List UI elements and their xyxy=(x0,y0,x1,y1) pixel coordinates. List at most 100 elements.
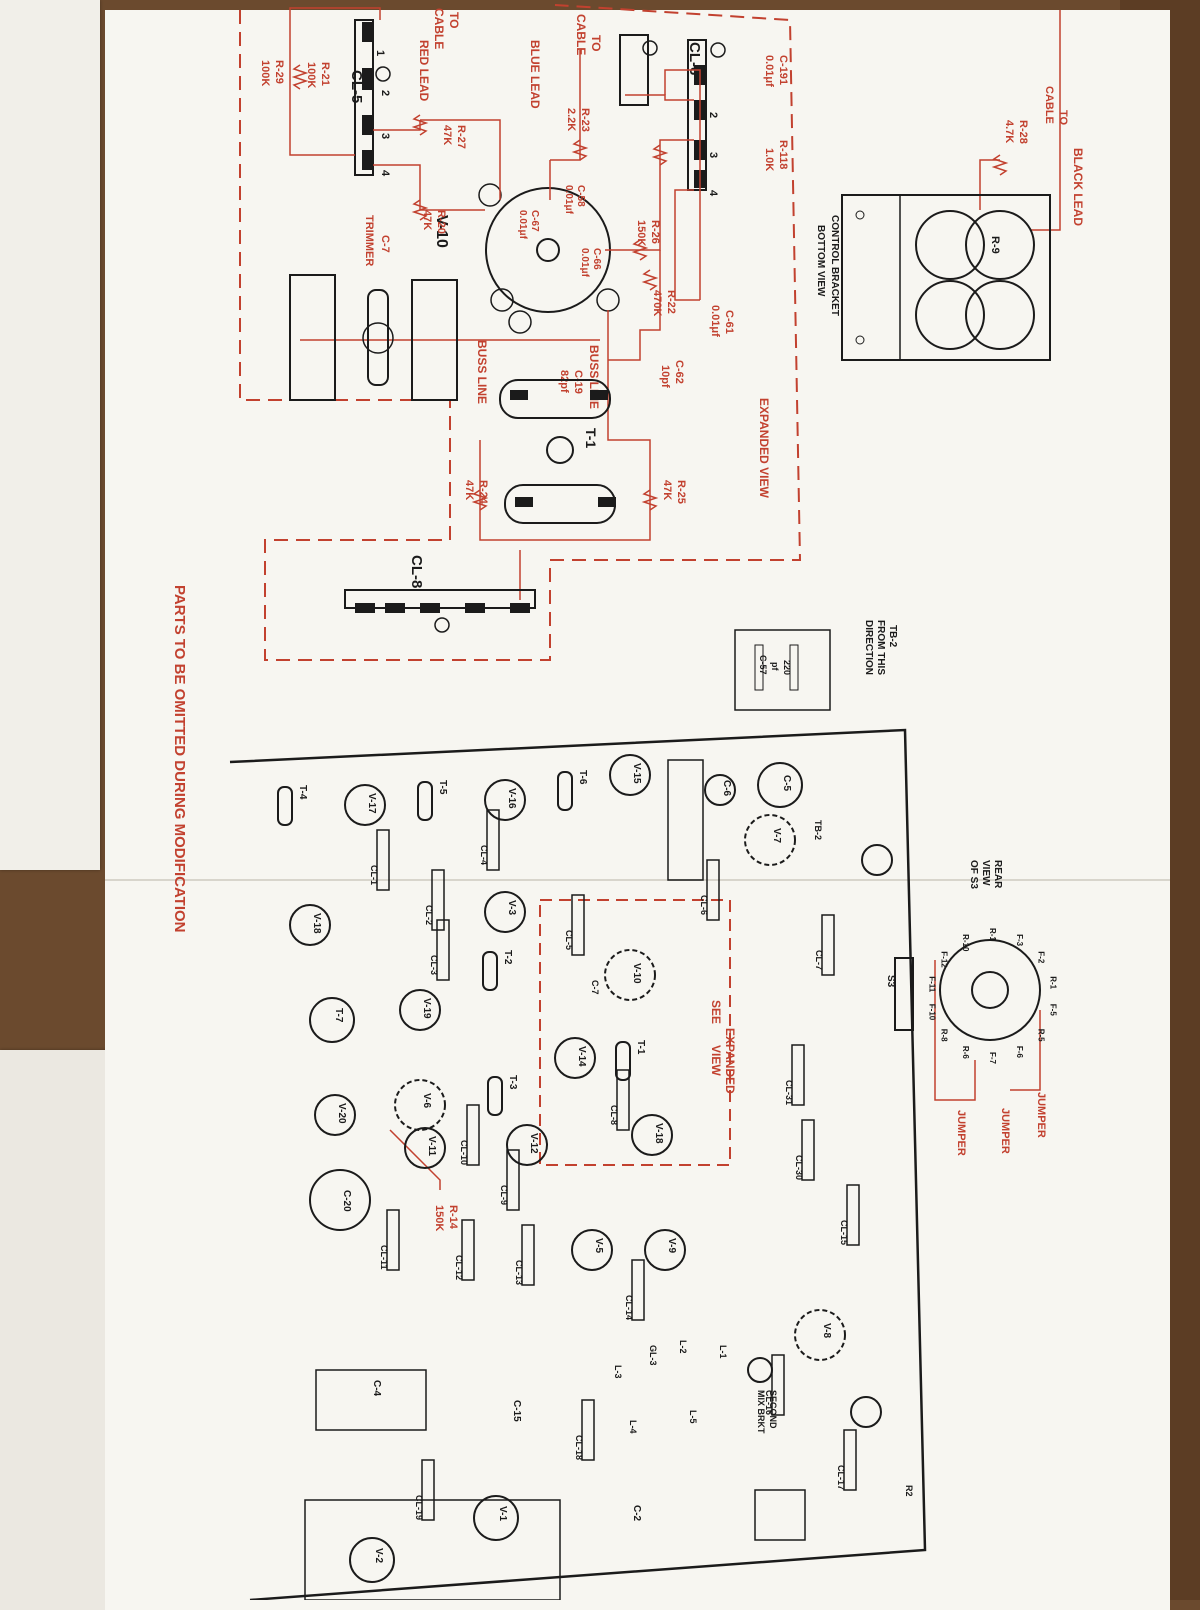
s3-terminal-label: R-5 xyxy=(1037,1029,1046,1042)
socket-v-10: V-10 xyxy=(604,949,656,1001)
label-l-4: L-4 xyxy=(628,1420,638,1434)
svg-text:V-14: V-14 xyxy=(576,1046,587,1067)
svg-text:V-7: V-7 xyxy=(771,828,782,843)
clip-cl-4: CL-4 xyxy=(479,809,500,871)
tube-v-2: V-2 xyxy=(349,1537,395,1583)
svg-text:T-1: T-1 xyxy=(635,1040,646,1055)
clip-cl-13: CL-13 xyxy=(514,1224,535,1286)
svg-text:V-16: V-16 xyxy=(506,788,517,809)
r25-ref: R-25 xyxy=(675,480,687,504)
clip-cl-11: CL-11 xyxy=(379,1209,400,1271)
tb2-cap-ref: C-57 xyxy=(758,655,768,675)
svg-text:V-12: V-12 xyxy=(528,1133,539,1154)
r118-ref: R-118 xyxy=(777,140,789,169)
svg-text:T-6: T-6 xyxy=(577,770,588,785)
cl8-label: CL-8 xyxy=(408,555,425,588)
r21-ref: R-21 xyxy=(319,62,331,86)
s3-terminal-label: F-5 xyxy=(1048,1004,1057,1017)
v10-label: V-10 xyxy=(433,215,450,248)
clip-cl-30: CL-30 xyxy=(794,1119,815,1181)
clip-cl-6: CL-6 xyxy=(699,859,720,921)
svg-text:C-4: C-4 xyxy=(371,1380,382,1397)
r24-value: 47K xyxy=(463,480,475,500)
control-bracket-label-2: BOTTOM VIEW xyxy=(815,225,826,297)
svg-text:CL-12: CL-12 xyxy=(454,1255,464,1280)
svg-text:CL-14: CL-14 xyxy=(624,1295,634,1320)
svg-text:V-8: V-8 xyxy=(821,1323,832,1338)
to-cable-black-2: CABLE xyxy=(1043,86,1055,124)
t1-transformer: T-1 xyxy=(499,379,616,524)
socket-v-8: V-8 xyxy=(794,1309,846,1361)
r27-ref: R-27 xyxy=(455,125,467,149)
clip-cl-14: CL-14 xyxy=(624,1259,645,1321)
svg-text:V-17: V-17 xyxy=(366,793,377,814)
transformer-t-5: T-5 xyxy=(417,780,448,821)
t1-label: T-1 xyxy=(583,428,599,448)
chassis-tubes: V-15V-16V-17V-18V-3V-19T-7V-20V-14V-18V-… xyxy=(277,754,846,1583)
svg-text:V-10: V-10 xyxy=(631,963,642,984)
cl5-strip: 1 2 3 4 CL-5 xyxy=(348,19,391,177)
chassis-clips: CL-1CL-2CL-3CL-4CL-5CL-6CL-7CL-8CL-9CL-1… xyxy=(369,809,914,1521)
s3-rear-view: REAR VIEW OF S3 S3 JUMPER JUMPER JUMPER … xyxy=(885,860,1057,1156)
expanded-view-title: EXPANDED VIEW xyxy=(757,398,771,498)
clip-cl-18: CL-18 xyxy=(574,1399,595,1461)
to-cable-black-1: TO xyxy=(1057,110,1069,126)
label-l-5: L-5 xyxy=(688,1410,698,1424)
tube-v-17: V-17 xyxy=(344,784,386,826)
svg-text:CL-1: CL-1 xyxy=(369,865,379,885)
svg-text:CL-31: CL-31 xyxy=(784,1080,794,1105)
svg-text:CL-10: CL-10 xyxy=(459,1140,469,1165)
cap-c-20: C-20 xyxy=(309,1169,371,1231)
tube-v-11: V-11 xyxy=(404,1127,446,1169)
tb2-detail: TB-2 FROM THIS DIRECTION 220 pf C-57 xyxy=(734,620,898,711)
r23-value: 2.2K xyxy=(565,108,577,131)
r23-ref: R-23 xyxy=(579,108,591,132)
tube-v-14: V-14 xyxy=(554,1037,596,1079)
svg-text:CL-19: CL-19 xyxy=(414,1495,424,1520)
c62-ref: C-62 xyxy=(673,360,685,384)
caption: PARTS TO BE OMITTED DURING MODIFICATION xyxy=(171,585,188,933)
s3-title-3: OF S3 xyxy=(968,860,979,889)
svg-text:V-11: V-11 xyxy=(426,1136,437,1156)
tube-v-19: V-19 xyxy=(399,989,441,1031)
cap-c-2: C-2 xyxy=(631,1505,642,1522)
c67-value: 0.01μf xyxy=(517,210,528,240)
schematic-sheet xyxy=(105,10,1170,1610)
r22-ref: R-22 xyxy=(665,290,677,314)
svg-text:CL-8: CL-8 xyxy=(609,1105,619,1125)
paper-stack-left xyxy=(0,0,100,870)
clip-cl-10: CL-10 xyxy=(459,1104,480,1166)
tube-v-16: V-16 xyxy=(484,779,526,821)
svg-text:V-3: V-3 xyxy=(506,900,517,915)
s3-terminal-label: F-12 xyxy=(940,951,949,968)
c7-trimmer: C-7 TRIMMER xyxy=(289,215,458,401)
clip-cl-3: CL-3 xyxy=(429,919,450,981)
transformer-t-1: T-1 xyxy=(615,1040,646,1081)
c58-value: 0.01μf xyxy=(563,185,574,215)
svg-text:CL-6: CL-6 xyxy=(699,895,709,915)
terminal-block xyxy=(619,34,649,106)
tube-v-18: V-18 xyxy=(289,904,331,946)
cap-c-6: C-6 xyxy=(704,774,736,806)
svg-text:CL-4: CL-4 xyxy=(479,845,489,865)
cl5-label: CL-5 xyxy=(348,70,365,103)
r14-value: 150K xyxy=(433,1205,445,1231)
jumper-label-2: JUMPER xyxy=(999,1108,1011,1154)
cap-c-5: C-5 xyxy=(757,762,803,808)
r9-label: R-9 xyxy=(989,236,1001,254)
svg-text:4: 4 xyxy=(707,190,719,197)
tb2-cap-unit: pf xyxy=(770,662,780,671)
resistor-symbols xyxy=(291,64,1009,511)
tb2-line1: TB-2 xyxy=(887,625,898,648)
r20-value: 47K xyxy=(421,210,433,230)
r28-ref: R-28 xyxy=(1017,120,1029,144)
chassis-layout: SEE EXPANDED VIEW SECOND MIX BRKT R-14 1… xyxy=(229,728,927,1600)
buss-line-side: BUSS LINE xyxy=(475,340,489,404)
transformer-t-6: T-6 xyxy=(557,770,588,811)
jumper-label-3: JUMPER xyxy=(955,1110,967,1156)
s3-label: S3 xyxy=(885,975,896,988)
clip-cl-16: CL-16 xyxy=(764,1354,785,1416)
svg-text:T-3: T-3 xyxy=(507,1075,518,1090)
second-mix-2: MIX BRKT xyxy=(756,1390,766,1434)
svg-text:T-5: T-5 xyxy=(437,780,448,795)
